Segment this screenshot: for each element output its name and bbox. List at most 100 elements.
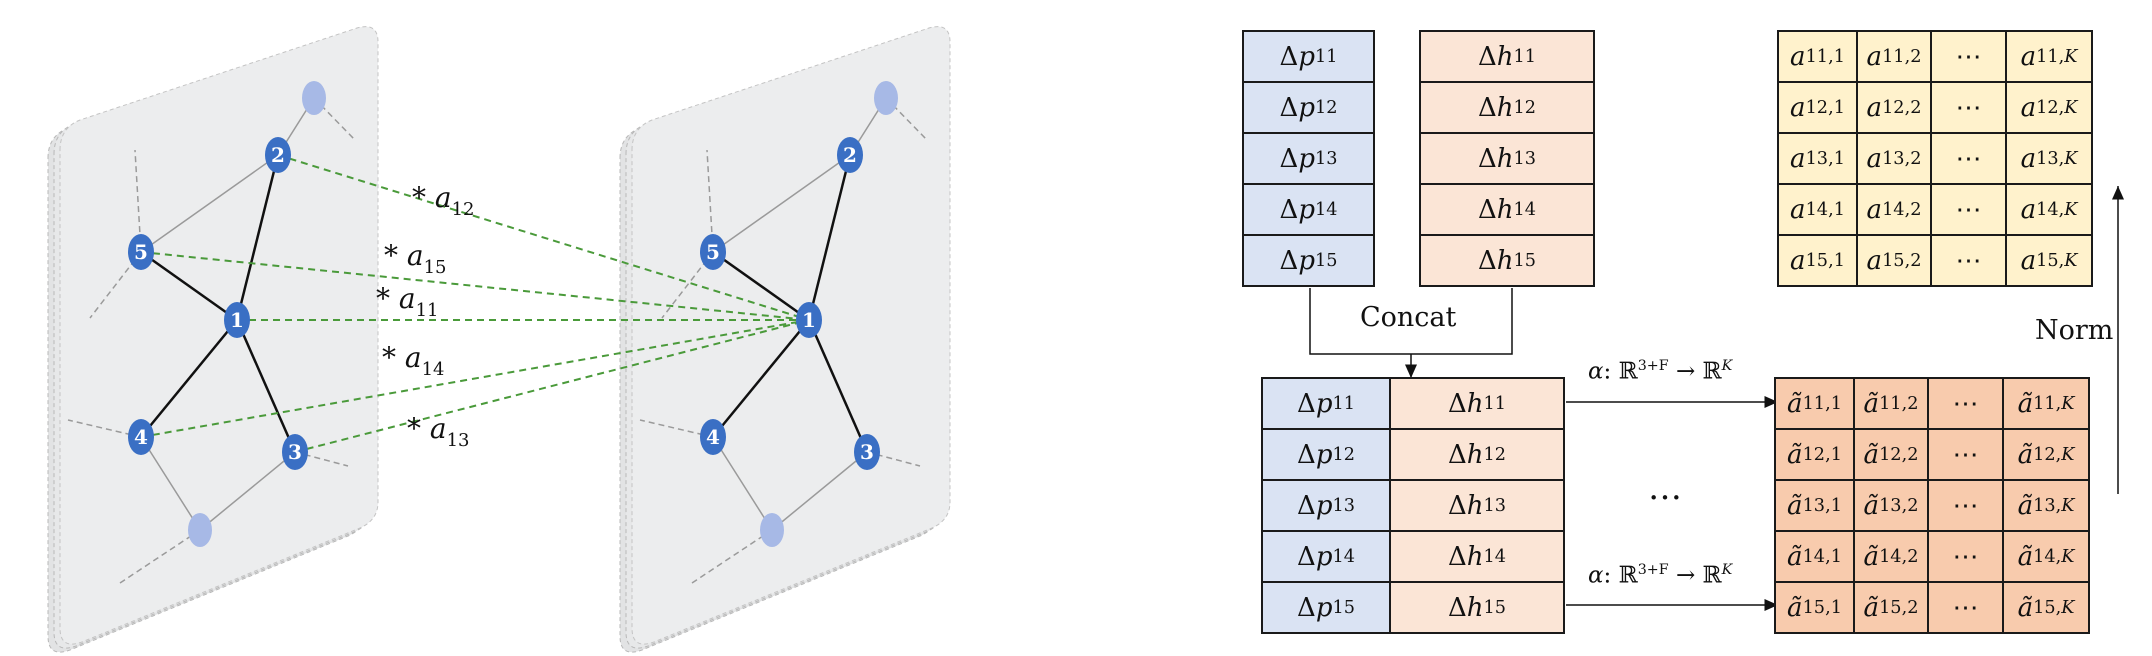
- a-tilde-cell: ⋯: [1927, 479, 2004, 532]
- node-3: 3: [282, 434, 308, 470]
- right-panel: [619, 26, 951, 653]
- node-3: 3: [854, 434, 880, 470]
- weight-label-15: * a15: [384, 239, 447, 278]
- a-cell: ⋯: [1930, 183, 2007, 236]
- svg-text:3: 3: [288, 440, 302, 464]
- a-tilde-cell: ⋯: [1927, 377, 2004, 430]
- graph-illustration: 1 2 3 4 5 1 2 3 4 5 * a12 * a15 * a11 * …: [47, 26, 951, 653]
- ellipsis: …: [1648, 468, 1682, 508]
- weight-label-11: * a11: [376, 282, 439, 321]
- svg-text:2: 2: [271, 143, 285, 167]
- attention-edge-14: [140, 319, 810, 438]
- a-tilde-cell: ⋯: [1927, 581, 2004, 634]
- attention-edge-15: [140, 251, 810, 321]
- norm-label: Norm: [2035, 315, 2114, 346]
- svg-text:1: 1: [802, 308, 816, 332]
- node-5: 5: [128, 234, 154, 270]
- right-graph-edges: [639, 97, 928, 584]
- svg-text:2: 2: [843, 143, 857, 167]
- a-cell: ⋯: [1930, 234, 2007, 287]
- a-cell: ⋯: [1930, 30, 2007, 83]
- attention-edges: [140, 154, 810, 453]
- svg-text:1: 1: [230, 308, 244, 332]
- node-2: 2: [837, 137, 863, 173]
- right-nodes: 1 2 3 4 5: [700, 137, 880, 470]
- alpha-label-bottom: α: ℝ3+F → ℝK: [1588, 562, 1733, 589]
- a-tilde-cell: ⋯: [1927, 530, 2004, 583]
- node-4: 4: [128, 419, 154, 455]
- svg-text:3: 3: [860, 440, 874, 464]
- left-panel: [47, 26, 379, 653]
- left-nodes: 1 2 3 4 5: [128, 137, 308, 470]
- svg-text:5: 5: [134, 240, 148, 264]
- faded-node: [760, 513, 784, 547]
- node-4: 4: [700, 419, 726, 455]
- faded-node: [302, 81, 326, 115]
- faded-node: [874, 81, 898, 115]
- a-cell: ⋯: [1930, 81, 2007, 134]
- a-cell: ⋯: [1930, 132, 2007, 185]
- faded-node: [188, 513, 212, 547]
- alpha-label-top: α: ℝ3+F → ℝK: [1588, 358, 1733, 385]
- svg-text:5: 5: [706, 240, 720, 264]
- attention-edge-13: [294, 319, 810, 453]
- node-2: 2: [265, 137, 291, 173]
- concat-label: Concat: [1360, 302, 1457, 333]
- a-tilde-cell: ⋯: [1927, 428, 2004, 481]
- weight-label-14: * a14: [382, 341, 445, 380]
- attention-edge-12: [277, 154, 810, 321]
- node-5: 5: [700, 234, 726, 270]
- svg-text:4: 4: [134, 425, 148, 449]
- weight-labels: * a12 * a15 * a11 * a14 * a13: [376, 181, 475, 451]
- weight-label-12: * a12: [412, 181, 475, 220]
- svg-text:4: 4: [706, 425, 720, 449]
